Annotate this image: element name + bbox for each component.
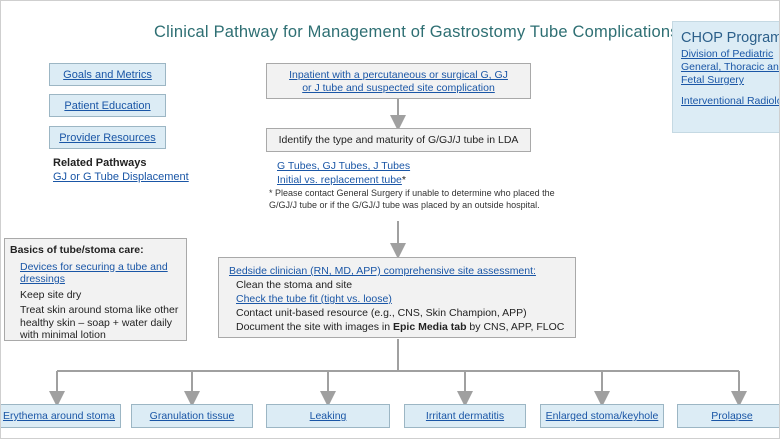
- start-line1: Inpatient with a percutaneous or surgica…: [289, 69, 508, 81]
- chop-program-panel: CHOP Program Division of Pediatric Gener…: [672, 21, 780, 133]
- document-pre: Document the site with images in: [236, 321, 393, 333]
- interventional-radiology-link[interactable]: Interventional Radiology: [681, 95, 779, 107]
- outcome-leaking[interactable]: Leaking: [266, 404, 390, 428]
- identify-tube-box: Identify the type and maturity of G/GJ/J…: [266, 128, 531, 152]
- outcome-erythema[interactable]: Erythema around stoma: [1, 404, 121, 428]
- basics-care-box: Basics of tube/stoma care: Devices for s…: [4, 238, 187, 341]
- patient-education-button[interactable]: Patient Education: [49, 94, 166, 117]
- provider-resources-button[interactable]: Provider Resources: [49, 126, 166, 149]
- goals-and-metrics-button[interactable]: Goals and Metrics: [49, 63, 166, 86]
- site-assessment-box: Bedside clinician (RN, MD, APP) comprehe…: [218, 257, 576, 338]
- division-pediatric-surgery-link[interactable]: Division of Pediatric General, Thoracic …: [681, 48, 780, 87]
- gj-g-tube-displacement-link[interactable]: GJ or G Tube Displacement: [53, 171, 189, 183]
- tube-types-link[interactable]: G Tubes, GJ Tubes, J Tubes: [277, 160, 411, 172]
- outcome-granulation-tissue[interactable]: Granulation tissue: [131, 404, 253, 428]
- tube-links: G Tubes, GJ Tubes, J Tubes Initial vs. r…: [277, 159, 410, 187]
- treat-skin-text: Treat skin around stoma like other healt…: [20, 304, 179, 341]
- chop-link1-line2: General, Thoracic and: [681, 61, 780, 73]
- identify-text: Identify the type and maturity of G/GJ/J…: [278, 134, 519, 146]
- outcome-enlarged-stoma[interactable]: Enlarged stoma/keyhole: [540, 404, 664, 428]
- initial-vs-replacement-link[interactable]: Initial vs. replacement tube: [277, 174, 402, 186]
- epic-media-tab: Epic Media tab: [393, 321, 467, 333]
- chop-link1-line3: Fetal Surgery: [681, 74, 745, 86]
- outcome-prolapse[interactable]: Prolapse: [677, 404, 779, 428]
- document-site-text: Document the site with images in Epic Me…: [229, 320, 575, 334]
- document-post: by CNS, APP, FLOC: [466, 321, 565, 333]
- keep-site-dry: Keep site dry: [20, 288, 82, 301]
- page-title: Clinical Pathway for Management of Gastr…: [154, 23, 679, 41]
- chop-link1-line1: Division of Pediatric: [681, 48, 774, 60]
- chop-program-heading: CHOP Program: [681, 30, 780, 46]
- assessment-heading-link[interactable]: Bedside clinician (RN, MD, APP) comprehe…: [229, 265, 536, 277]
- check-tube-fit-link[interactable]: Check the tube fit (tight vs. loose): [236, 293, 392, 305]
- outcome-irritant-dermatitis[interactable]: Irritant dermatitis: [404, 404, 526, 428]
- related-pathways-heading: Related Pathways: [53, 157, 147, 169]
- contact-resource-text: Contact unit-based resource (e.g., CNS, …: [236, 307, 527, 319]
- clean-stoma-text: Clean the stoma and site: [236, 279, 353, 291]
- general-surgery-note: * Please contact General Surgery if unab…: [269, 188, 555, 210]
- basics-heading: Basics of tube/stoma care:: [10, 244, 144, 256]
- start-line2: or J tube and suspected site complicatio…: [302, 82, 495, 94]
- asterisk: *: [401, 174, 406, 186]
- securing-devices-link[interactable]: Devices for securing a tube and dressing…: [20, 260, 168, 286]
- start-inpatient-box[interactable]: Inpatient with a percutaneous or surgica…: [266, 63, 531, 99]
